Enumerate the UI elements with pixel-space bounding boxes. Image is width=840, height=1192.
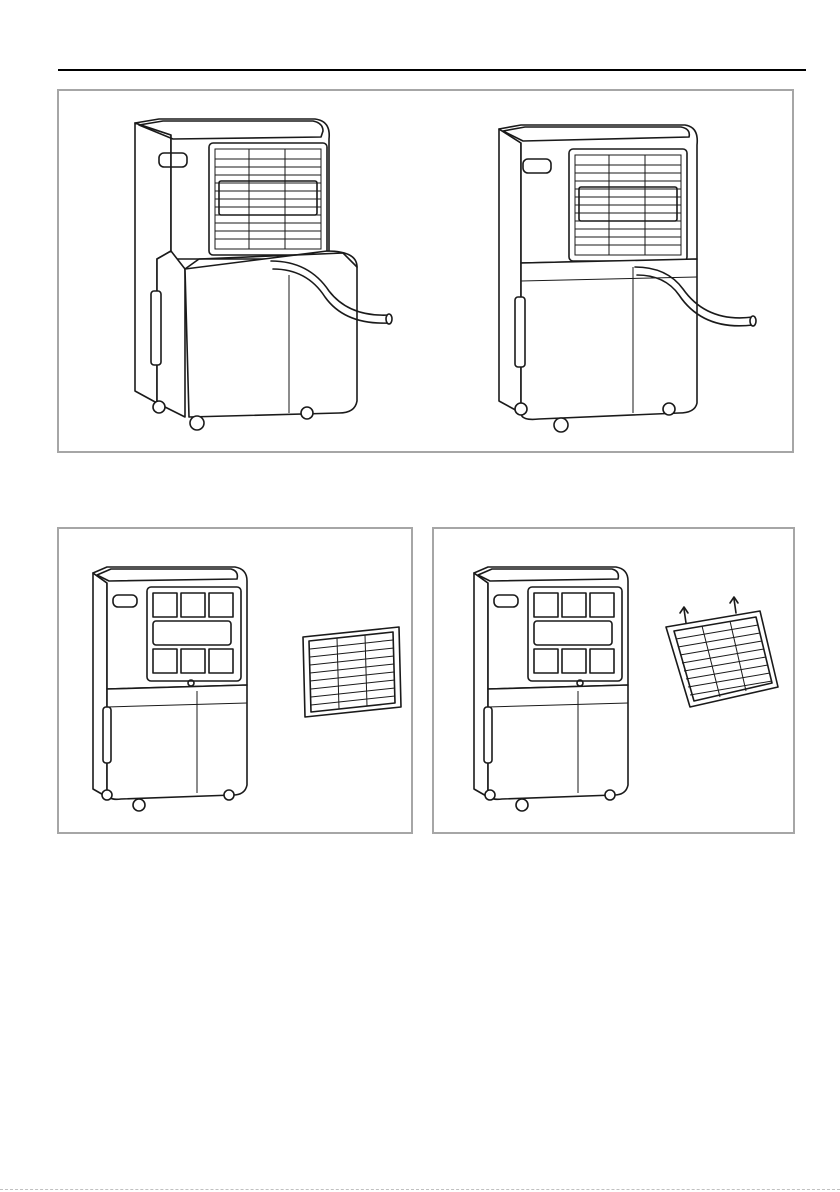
figure-filter-removed bbox=[57, 527, 413, 834]
dehumidifier-front-illustration bbox=[93, 567, 247, 811]
dehumidifier-tank-removed-illustration bbox=[135, 119, 392, 430]
dehumidifier-front-illustration-2 bbox=[474, 567, 628, 811]
header-rule bbox=[58, 69, 806, 71]
air-filter-illustration bbox=[303, 627, 401, 717]
air-filter-tilted-illustration bbox=[666, 597, 778, 707]
figure-drain-hose bbox=[57, 89, 794, 453]
page-bottom-edge bbox=[0, 1189, 840, 1190]
figure-filter-replacement bbox=[432, 527, 795, 834]
dehumidifier-tank-installed-illustration bbox=[499, 125, 756, 432]
